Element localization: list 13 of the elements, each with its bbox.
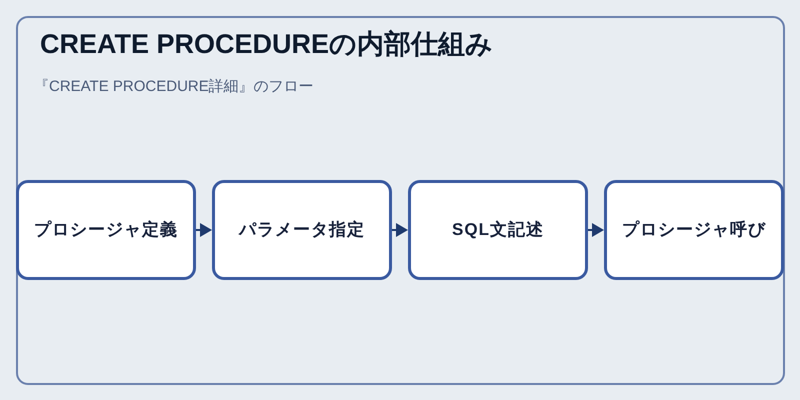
process-box bbox=[212, 180, 392, 280]
box-label: SQL文記述 bbox=[452, 220, 544, 240]
subtitle: 『CREATE PROCEDURE詳細』のフロー bbox=[34, 78, 314, 96]
arrow bbox=[588, 223, 604, 237]
arrow bbox=[392, 223, 408, 237]
box-label: パラメータ指定 bbox=[239, 220, 365, 240]
process-box bbox=[408, 180, 588, 280]
arrow bbox=[196, 223, 212, 237]
process-box bbox=[604, 180, 784, 280]
box-label: プロシージャ定義 bbox=[34, 220, 178, 240]
box-label: プロシージャ呼び bbox=[622, 220, 766, 240]
title: CREATE PROCEDUREの内部仕組み bbox=[40, 28, 494, 60]
process-box bbox=[16, 180, 196, 280]
